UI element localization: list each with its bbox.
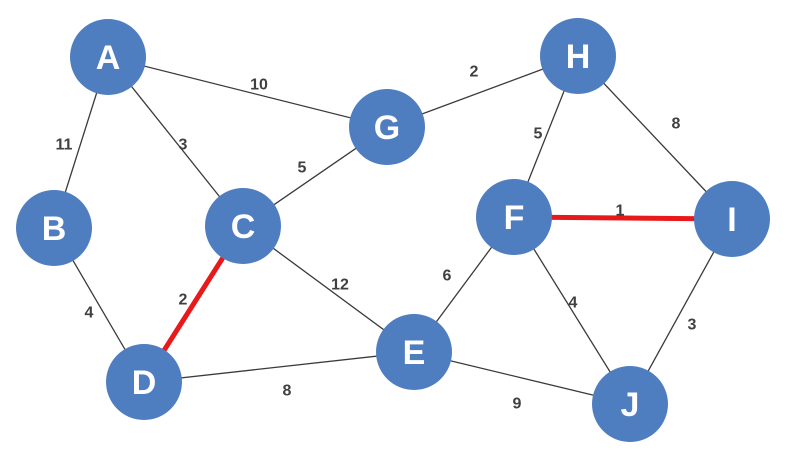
edge-weight-f-j: 4 xyxy=(569,295,578,312)
edge-weight-b-d: 4 xyxy=(85,305,94,322)
node-a: A xyxy=(70,19,146,95)
node-label: C xyxy=(231,208,256,246)
node-label: D xyxy=(132,364,157,402)
node-c: C xyxy=(205,188,281,264)
node-d: D xyxy=(106,344,182,420)
node-circle xyxy=(540,18,616,94)
node-label: G xyxy=(374,109,400,147)
edge-weight-a-g: 10 xyxy=(250,77,268,94)
node-j: J xyxy=(592,366,668,442)
edge-weights-layer: 11 10 3 4 5 2 12 8 2 5 8 1 6 4 9 3 xyxy=(56,64,697,413)
edge-d-e xyxy=(143,351,415,383)
edge-a-g xyxy=(107,56,388,128)
node-circle xyxy=(376,314,452,390)
edge-weight-f-i: 1 xyxy=(616,203,625,220)
node-label: H xyxy=(566,38,591,76)
node-label: I xyxy=(727,201,736,239)
node-circle xyxy=(349,89,425,165)
nodes-layer: A B C D E F G H I J xyxy=(16,18,770,442)
edge-weight-d-e: 8 xyxy=(283,383,292,400)
node-i: I xyxy=(694,181,770,257)
edge-weight-e-j: 9 xyxy=(513,396,522,413)
node-label: B xyxy=(42,210,67,248)
edge-weight-c-d: 2 xyxy=(179,292,188,309)
edge-weight-c-e: 12 xyxy=(331,277,349,294)
node-h: H xyxy=(540,18,616,94)
edge-weight-h-i: 8 xyxy=(672,116,681,133)
node-circle xyxy=(70,19,146,95)
node-label: J xyxy=(621,386,640,424)
node-circle xyxy=(694,181,770,257)
node-g: G xyxy=(349,89,425,165)
node-label: A xyxy=(96,39,121,77)
edge-weight-f-e: 6 xyxy=(443,268,452,285)
node-label: F xyxy=(504,199,525,237)
edge-weight-h-f: 5 xyxy=(534,126,543,143)
node-b: B xyxy=(16,190,92,266)
node-circle xyxy=(106,344,182,420)
edge-weight-c-g: 5 xyxy=(298,160,307,177)
node-circle xyxy=(592,366,668,442)
edge-weight-i-j: 3 xyxy=(688,317,697,334)
node-label: E xyxy=(403,334,426,372)
edge-weight-a-b: 11 xyxy=(56,137,73,154)
node-e: E xyxy=(376,314,452,390)
edge-weight-g-h: 2 xyxy=(470,64,479,81)
node-circle xyxy=(16,190,92,266)
node-circle xyxy=(205,188,281,264)
edge-weight-a-c: 3 xyxy=(179,137,188,154)
node-f: F xyxy=(476,179,552,255)
node-circle xyxy=(476,179,552,255)
